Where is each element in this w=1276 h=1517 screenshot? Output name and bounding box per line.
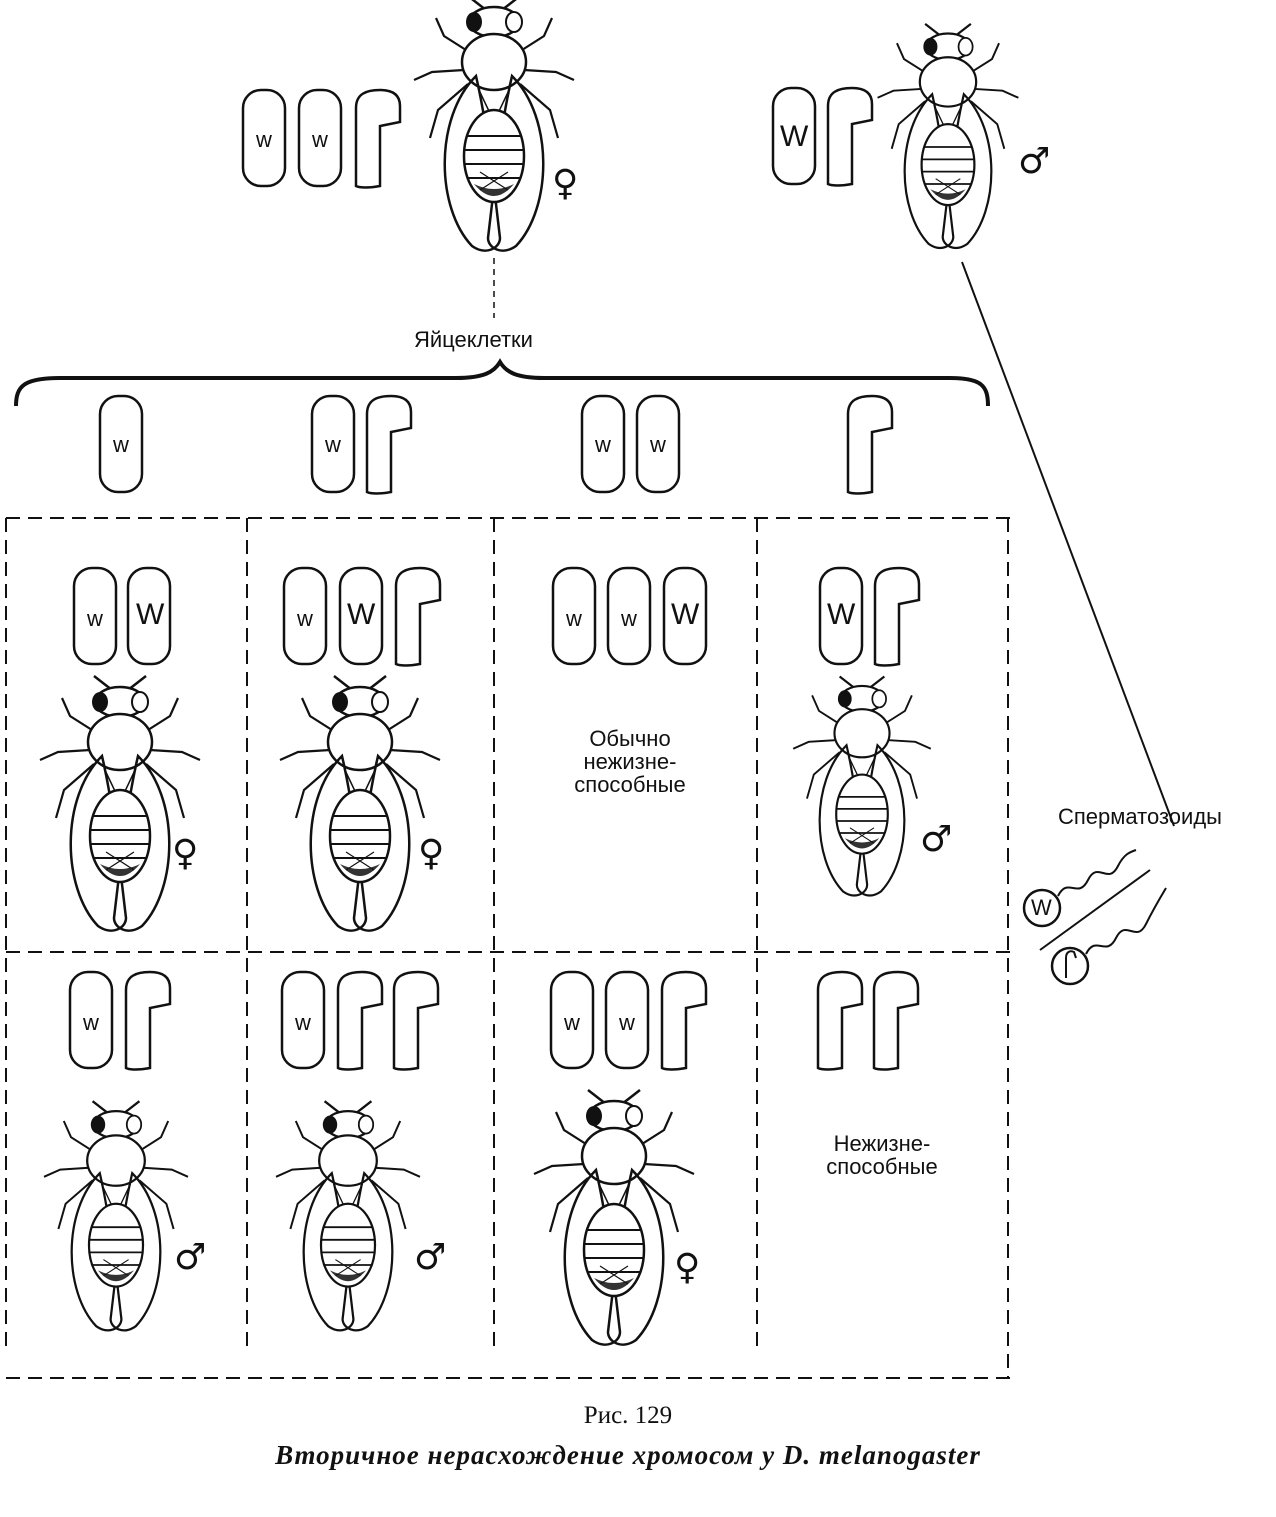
offspring-fly-r1c1 <box>38 674 202 932</box>
punnett-grid <box>5 517 1010 1379</box>
male-symbol: ♂ <box>920 819 953 860</box>
female-symbol: ♀ <box>172 833 199 874</box>
row1-chromosomes <box>72 566 921 667</box>
chr-letter: w <box>312 127 328 152</box>
nonviable-label: Нежизне- способные <box>826 1131 938 1179</box>
sperm-label: Сперматозоиды <box>1058 804 1222 829</box>
male-symbol: ♂ <box>174 1237 207 1278</box>
eggs-label: Яйцеклетки <box>414 327 533 352</box>
chr-letter: w <box>87 606 103 631</box>
offspring-fly-r1c4 <box>792 675 932 897</box>
chr-letter: w <box>113 432 129 457</box>
figure-title: Вторичное нерасхождение хромосом у D. me… <box>275 1440 981 1470</box>
row2-chromosomes <box>68 970 920 1071</box>
chr-letter: w <box>595 432 611 457</box>
female-symbol: ♀ <box>418 833 445 874</box>
female-symbol: ♀ <box>674 1247 701 1288</box>
parent-female-chromosomes <box>241 88 402 189</box>
sperm-chr-letter: W <box>1031 895 1052 920</box>
chr-letter: w <box>325 432 341 457</box>
chr-letter: W <box>136 598 165 631</box>
egg-gametes <box>98 394 894 495</box>
offspring-fly-r2c3 <box>532 1088 696 1346</box>
male-symbol: ♂ <box>1018 141 1051 182</box>
sperm-symbols <box>1022 849 1167 986</box>
chr-letter: W <box>671 598 700 631</box>
offspring-fly-r1c2 <box>278 674 442 932</box>
chr-letter: W <box>827 598 856 631</box>
parent-male-fly <box>876 22 1020 249</box>
chr-letter: w <box>621 606 637 631</box>
parent-female-fly <box>412 0 576 252</box>
chr-letter: w <box>619 1010 635 1035</box>
usually-nonviable-label: Обычно нежизне- способные <box>574 726 686 797</box>
female-symbol: ♀ <box>552 163 579 204</box>
chr-letter: w <box>566 606 582 631</box>
male-gamete-line <box>961 261 1175 827</box>
chr-letter: w <box>295 1010 311 1035</box>
chr-letter: w <box>650 432 666 457</box>
eggs-brace <box>14 358 990 407</box>
offspring-fly-r2c2 <box>274 1100 422 1332</box>
chr-letter: w <box>83 1010 99 1035</box>
chr-letter: W <box>780 120 809 153</box>
figure-number: Рис. 129 <box>583 1402 673 1429</box>
male-symbol: ♂ <box>414 1237 447 1278</box>
offspring-fly-r2c1 <box>42 1100 190 1332</box>
chr-letter: W <box>347 598 376 631</box>
parent-male-chromosomes <box>771 86 874 187</box>
chr-letter: w <box>256 127 272 152</box>
chr-letter: w <box>297 606 313 631</box>
chr-letter: w <box>564 1010 580 1035</box>
